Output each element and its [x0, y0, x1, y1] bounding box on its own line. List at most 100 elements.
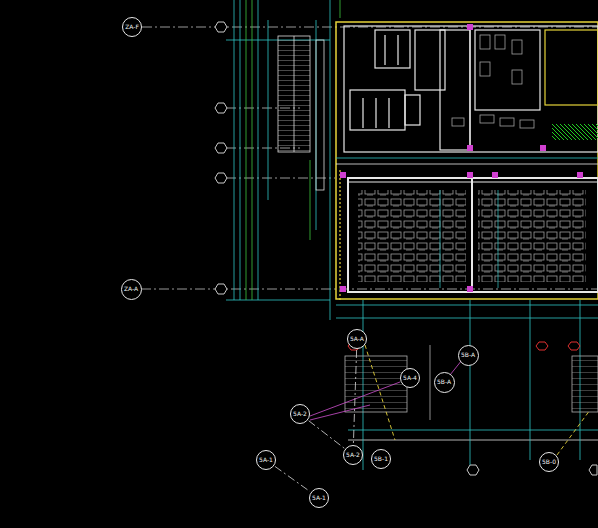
- axis-connector: [309, 421, 345, 449]
- axis-connector: [275, 466, 310, 491]
- lower-grid: [470, 300, 471, 465]
- axis-lines: [141, 289, 598, 290]
- stair: [294, 36, 295, 152]
- columns: [467, 24, 473, 30]
- toilet-rooms: [440, 30, 470, 150]
- grid-hexagons: [589, 465, 597, 475]
- axis-label: 5A-4: [403, 375, 417, 381]
- axis-lines: [142, 27, 598, 28]
- axis-label: 5A-2: [346, 452, 360, 458]
- toilet-rooms: [384, 35, 385, 65]
- yellow-dashes: [365, 345, 590, 455]
- office-furniture: [480, 35, 490, 49]
- axis-bubble: 5A-4: [400, 368, 420, 388]
- toilet-rooms: [397, 35, 398, 65]
- building-outline: [336, 22, 598, 299]
- classrooms: [440, 190, 441, 288]
- stair: [278, 36, 324, 190]
- columns: [492, 172, 498, 178]
- green-lines: [310, 160, 311, 240]
- grid-hexagons: [215, 22, 227, 32]
- toilet-rooms: [475, 30, 540, 110]
- axis-bubble: 5B-1: [371, 449, 391, 469]
- entrance-steps: [345, 356, 407, 412]
- column-lines: [268, 20, 269, 200]
- columns: [467, 286, 473, 292]
- office-furniture: [452, 35, 534, 128]
- toilet-rooms: [375, 30, 410, 68]
- toilet-rooms: [469, 30, 470, 150]
- columns: [340, 172, 346, 178]
- green-lines: [340, 0, 341, 18]
- building-outline: [336, 164, 598, 165]
- axis-lines: [226, 178, 335, 179]
- classrooms: [471, 178, 473, 292]
- axis-bubble: ZA-F: [122, 17, 142, 37]
- toilet-rooms: [405, 95, 420, 125]
- grid-hexagons: [215, 103, 227, 113]
- grid-hexagons: [215, 22, 597, 475]
- axis-bubble: 5A-2: [290, 404, 310, 424]
- column-lines: [226, 0, 330, 320]
- lower-grid: [530, 300, 531, 460]
- axis-bubble: ZA-A: [121, 279, 142, 300]
- axis-bubble: 5A-1: [309, 488, 329, 508]
- green-lines: [252, 0, 253, 300]
- axis-label: ZA-A: [124, 286, 138, 292]
- grid-hexagons: [215, 173, 227, 183]
- grid-hexagons: [215, 143, 227, 153]
- axis-bubble: 5A-A: [347, 329, 367, 349]
- leader-lines: [310, 405, 370, 420]
- green-lines: [246, 0, 247, 300]
- toilet-rooms: [545, 30, 598, 105]
- axis-label: 5A-1: [259, 457, 273, 463]
- axis-label: 5B-0: [542, 459, 556, 465]
- columns: [340, 24, 583, 292]
- classrooms: [478, 190, 586, 282]
- green-stair: [552, 124, 598, 140]
- toilet-rooms: [388, 98, 389, 128]
- office-furniture: [512, 40, 522, 54]
- office-furniture: [495, 35, 505, 49]
- classrooms: [498, 190, 499, 288]
- axis-label: 5B-A: [437, 379, 451, 385]
- building-outline: [336, 22, 598, 299]
- office-furniture: [512, 70, 522, 84]
- lower-grid: [336, 318, 598, 319]
- grid-hexagons: [467, 465, 479, 475]
- column-lines: [258, 0, 259, 300]
- axis-label: 5A-2: [293, 411, 307, 417]
- axis-label: 5A-1: [312, 495, 326, 501]
- office-furniture: [452, 118, 464, 126]
- entrance-steps: [572, 356, 598, 412]
- red-markers: [536, 342, 548, 350]
- axis-label: 5B-1: [374, 456, 388, 462]
- column-lines: [330, 0, 331, 320]
- columns: [340, 286, 346, 292]
- toilet-rooms: [350, 90, 405, 130]
- axis-bubble: 5A-1: [256, 450, 276, 470]
- classrooms: [348, 182, 598, 183]
- column-lines: [240, 0, 241, 300]
- columns: [577, 172, 583, 178]
- stair: [316, 40, 324, 190]
- office-furniture: [480, 62, 490, 76]
- toilet-rooms: [375, 98, 376, 128]
- toilet-rooms: [362, 98, 363, 128]
- building-outline: [336, 158, 598, 159]
- classrooms: [339, 170, 340, 300]
- columns: [467, 172, 473, 178]
- red-markers: [568, 342, 580, 350]
- office-furniture: [500, 118, 514, 126]
- yellow-dashes: [365, 345, 395, 440]
- column-lines: [226, 300, 330, 301]
- lower-grid: [336, 300, 598, 470]
- classrooms: [340, 170, 598, 300]
- classrooms: [358, 190, 466, 282]
- building-outline: [344, 26, 598, 152]
- axis-connector: [353, 350, 356, 444]
- classrooms: [348, 178, 598, 292]
- axis-bubble: 5B-0: [539, 452, 559, 472]
- grid-hexagons: [215, 284, 227, 294]
